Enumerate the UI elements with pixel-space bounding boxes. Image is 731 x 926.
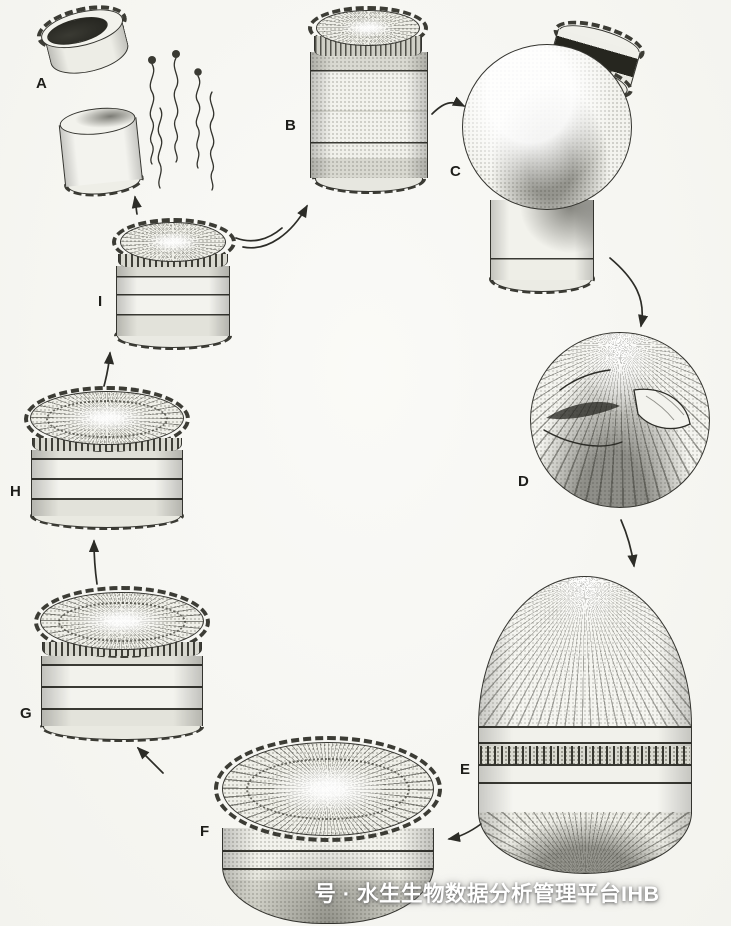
- lower-frustule-cylinder: [486, 200, 600, 296]
- stage-f-young-cell: [212, 734, 446, 926]
- girdle-bands: [116, 266, 230, 336]
- girdle-bands: [41, 656, 203, 726]
- stage-i-small-cell: [112, 210, 236, 350]
- top-dome: [478, 576, 692, 728]
- stage-label-i: I: [98, 293, 103, 310]
- girdle-bands: [31, 450, 183, 516]
- arrow-swoosh-secondary: [235, 227, 283, 242]
- valve-face: [120, 222, 226, 262]
- gamete-swarm: [148, 50, 215, 191]
- stage-label-f: F: [200, 823, 210, 840]
- arrow-gametes-to-b: [242, 204, 308, 249]
- stage-label-e: E: [460, 761, 471, 778]
- empty-girdle-cylinder: [55, 104, 148, 204]
- stage-b-elongated-cell: [304, 6, 432, 198]
- stage-g-vegetative-cell: [34, 586, 212, 744]
- girdle-bands: [310, 52, 428, 178]
- stage-a-open-frustule: [32, 0, 151, 109]
- stage-label-g: G: [20, 705, 32, 722]
- stage-label-b: B: [285, 117, 296, 134]
- gamete-flagellum-icon: [149, 63, 155, 165]
- arrow-g-to-h: [88, 539, 100, 585]
- stage-label-c: C: [450, 163, 461, 180]
- pore-ring: [46, 400, 168, 438]
- spine-rim-icon: [214, 736, 442, 842]
- arrow-h-to-i: [103, 351, 115, 387]
- gamete-flagellum-icon: [157, 107, 163, 189]
- stage-e-initial-cell: [478, 576, 694, 874]
- bottom-dome: [478, 812, 692, 874]
- auxospore-sphere: [462, 44, 632, 210]
- arrow-e-to-f: [447, 823, 482, 843]
- watermark: 号 · 水生生物数据分析管理平台IHB: [314, 882, 660, 906]
- cylinder-body: [490, 200, 594, 280]
- stage-label-a: A: [36, 75, 47, 92]
- girdle-and-hypovalve: [222, 828, 434, 924]
- girdle-zone: [478, 726, 692, 814]
- gamete-flagellum-icon: [209, 91, 215, 191]
- auxospore-sphere: [530, 332, 710, 508]
- gamete-flagellum-icon: [173, 57, 179, 163]
- pore-ring: [246, 758, 410, 820]
- stage-label-h: H: [10, 483, 21, 500]
- gamete-head-icon: [148, 56, 156, 64]
- pore-ring: [58, 602, 186, 642]
- gamete-head-icon: [172, 50, 180, 58]
- gamete-head-icon: [194, 68, 202, 76]
- stage-d-rupturing-auxospore: [528, 330, 714, 512]
- arrow-d-to-e: [620, 519, 638, 568]
- arrow-f-to-g: [136, 746, 164, 774]
- stage-h-vegetative-cell: [24, 386, 192, 534]
- valve-face: [316, 10, 420, 46]
- gamete-flagellum-icon: [195, 75, 201, 169]
- linking-spine-band: [480, 746, 690, 764]
- spine-rim-icon: [34, 586, 210, 658]
- stage-c-auxospore: [460, 12, 649, 296]
- stage-label-d: D: [518, 473, 529, 490]
